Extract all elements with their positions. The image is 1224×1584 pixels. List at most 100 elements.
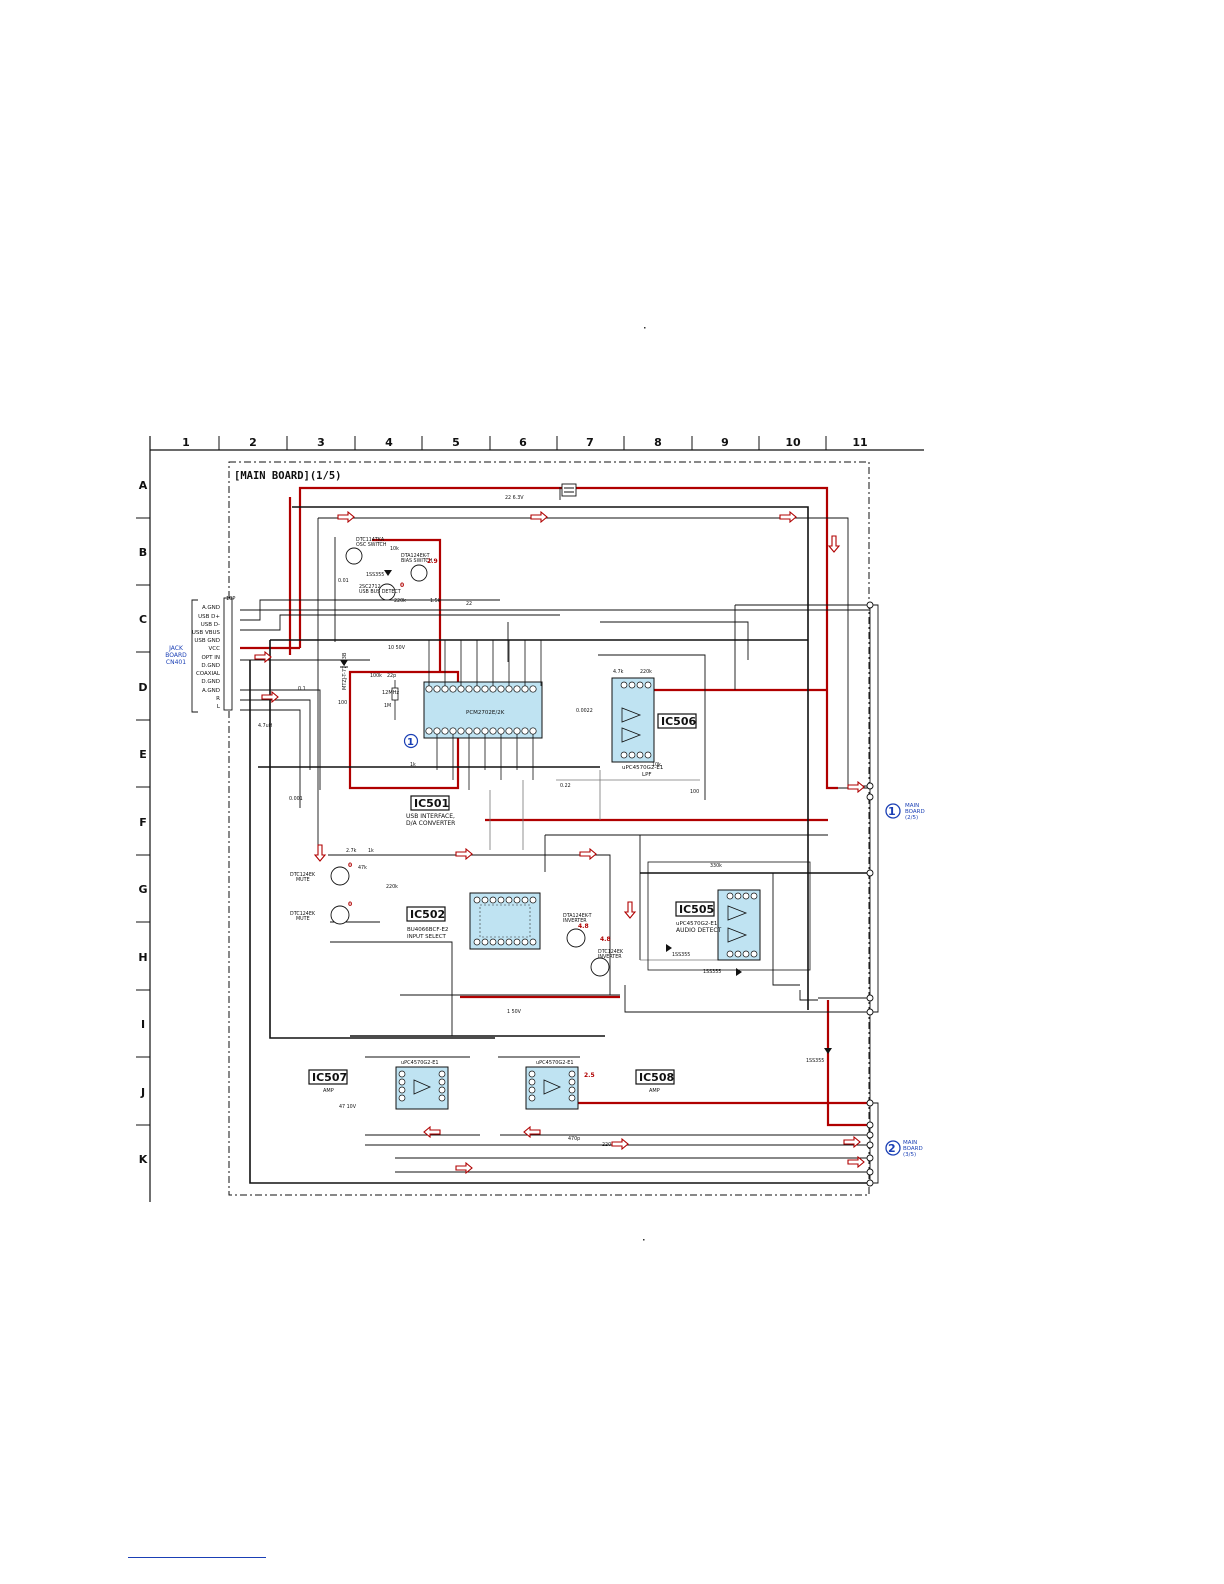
q-mute1-part: DTC124EK	[290, 872, 316, 878]
q-mute1-func: MUTE	[296, 877, 310, 883]
value-label: 47k	[358, 865, 367, 871]
q-inv1-part: DTA124EK-T	[563, 913, 592, 919]
grid-col-9: 9	[721, 436, 729, 449]
ic506-body	[611, 677, 655, 763]
q-mute2-part: DTC124EK	[290, 911, 316, 917]
q-bias-func: BIAS SWITCH	[401, 558, 433, 564]
offpage-terminals	[866, 601, 874, 1187]
q-osc-part: DTC114TKA	[356, 537, 385, 543]
grid-row-k: K	[139, 1153, 148, 1166]
voltage-label: 4.8	[600, 936, 611, 943]
grid-row-b: B	[139, 546, 147, 559]
voltage-label: 0	[400, 582, 404, 589]
grid-row-c: C	[139, 613, 147, 626]
jack-pin-label: VCC	[209, 646, 221, 652]
jack-pin-label: USB D+	[198, 614, 220, 620]
grid-row-d: D	[138, 681, 147, 694]
diode-symbols	[384, 570, 832, 1054]
value-label: 10k	[652, 762, 661, 768]
grid-row-j: J	[140, 1086, 145, 1099]
ic505-desc: AUDIO DETECT	[676, 927, 722, 934]
zener-diode	[340, 660, 348, 668]
offpage-bracket-2	[873, 1102, 879, 1184]
ic505-ref: IC505	[679, 903, 714, 916]
ic507-ref: IC507	[312, 1071, 347, 1084]
ic502-part: BU4066BCF-E2	[407, 927, 448, 933]
ic501-part: PCM2702E/2K	[466, 710, 505, 716]
voltage-label: 4.8	[578, 923, 589, 930]
ic507-body	[395, 1066, 449, 1110]
value-label: 100k	[370, 673, 382, 679]
jack-pin-label: OPT IN	[202, 655, 221, 661]
voltage-label: 0	[348, 862, 352, 869]
ic508-desc: AMP	[649, 1088, 660, 1094]
ic505-block	[647, 861, 811, 971]
value-label: 330k	[710, 863, 722, 869]
footer-link-underline[interactable]	[128, 1557, 266, 1558]
jack-pin-label: USB D-	[201, 622, 220, 628]
jack-pin-label: R	[216, 696, 220, 702]
value-label: 47 10V	[339, 1104, 357, 1110]
board-title: [MAIN BOARD](1/5)	[234, 470, 341, 482]
board-border	[228, 461, 870, 1196]
offpage-ref-2	[885, 1140, 901, 1156]
jack-board-label-1: JACK	[168, 645, 184, 652]
value-label: 4.7k	[613, 669, 624, 675]
value-label: 220	[602, 1142, 611, 1148]
value-label: 22	[466, 601, 472, 607]
q-inv2-part: DTC124EK	[598, 949, 624, 955]
grid-row-i: I	[141, 1018, 145, 1031]
jack-pin-label: L	[217, 704, 221, 710]
value-label: 220k	[386, 884, 398, 890]
value-label: 0.0022	[576, 708, 593, 714]
ic508-part: uPC4570G2-E1	[536, 1060, 574, 1066]
offpage-bracket-1	[873, 604, 879, 1013]
ic502-body	[469, 892, 541, 950]
grid-col-7: 7	[586, 436, 594, 449]
q-mute2-func: MUTE	[296, 916, 310, 922]
ic502-desc: INPUT SELECT	[407, 934, 447, 940]
value-label: 10k	[390, 546, 399, 552]
offpage-ref-1	[885, 803, 901, 819]
jack-connector	[191, 597, 233, 713]
grid-col-6: 6	[519, 436, 527, 449]
diode-label: 1SS355	[806, 1058, 824, 1064]
offpage-2-line3: (3/5)	[903, 1152, 916, 1158]
jack-pin-label: USB VBUS	[192, 630, 221, 636]
grid-col-2: 2	[249, 436, 257, 449]
grid-col-4: 4	[385, 436, 393, 449]
q-inv2-func: INVERTER	[598, 954, 622, 960]
jack-pin-label: USB GND	[194, 638, 220, 644]
value-label: 0.22	[560, 783, 571, 789]
grid-col-3: 3	[317, 436, 325, 449]
ic506-desc: LPF	[642, 772, 652, 778]
crystal-label: 12MHz	[382, 690, 399, 696]
offpage-2-line2: BOARD	[903, 1146, 923, 1152]
grid-col-1: 1	[182, 436, 190, 449]
ic508-body	[525, 1066, 579, 1110]
q-osc-func: OSC SWITCH	[356, 542, 387, 548]
ic507-desc: AMP	[323, 1088, 334, 1094]
voltage-label: 2.5	[584, 1072, 595, 1079]
value-label: 22p	[387, 673, 396, 679]
q-inv1-func: INVERTER	[563, 918, 587, 924]
ic505-body	[717, 889, 761, 961]
jack-pin-label: D.GND	[201, 663, 220, 669]
diode-label: 1SS355	[366, 572, 384, 578]
grid-row-h: H	[138, 951, 147, 964]
jack-board-label-2: BOARD	[165, 652, 187, 659]
jack-pin-label: D.GND	[201, 679, 220, 685]
value-label: 0.01	[338, 578, 349, 584]
q-bias-part: DTA124EK-T	[401, 553, 430, 559]
value-label: 220k	[394, 598, 406, 604]
ic508-ref-label	[635, 1069, 675, 1085]
q-usb-func: USB BUS DETECT	[359, 589, 401, 595]
grid-row-e: E	[139, 748, 147, 761]
value-label: 1k	[368, 848, 374, 854]
grid-ruler	[136, 436, 924, 1202]
diode-label: 1SS355	[672, 952, 690, 958]
ic507-ref-label	[308, 1069, 348, 1085]
bus-wires	[240, 486, 871, 1184]
page-mark-bottom	[643, 1239, 645, 1241]
crystal-x501	[391, 680, 399, 720]
